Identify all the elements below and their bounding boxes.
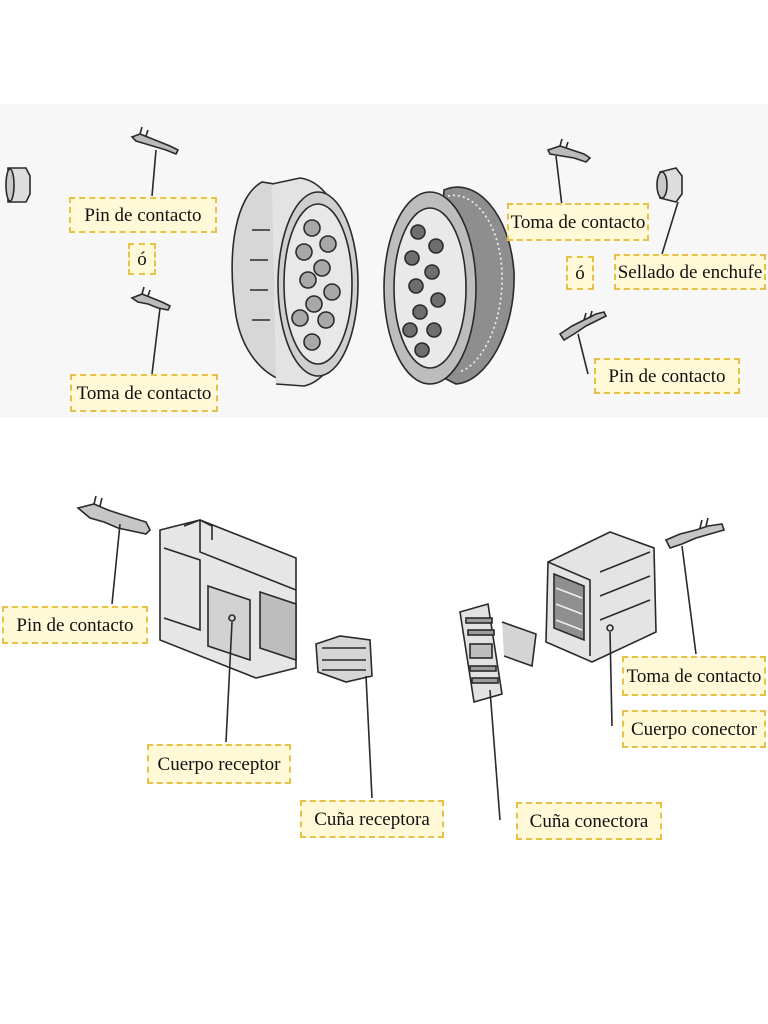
contact-socket-bottom-right	[664, 517, 726, 655]
label-sellado-de-enchufe: Sellado de enchufe	[614, 254, 766, 290]
label-pin-de-contacto-bottom-left: Pin de contacto	[2, 606, 148, 644]
label-toma-de-contacto-top-right: Toma de contacto	[507, 203, 649, 241]
rectangular-receptacle-body	[159, 519, 297, 743]
receptacle-wedge	[315, 635, 373, 799]
rectangular-connector-body	[545, 531, 657, 727]
label-or-top-right: ó	[566, 256, 594, 290]
sealing-plug-left	[5, 167, 31, 203]
label-cuerpo-conector: Cuerpo conector	[622, 710, 766, 748]
label-toma-de-contacto-top-left: Toma de contacto	[70, 374, 218, 412]
label-toma-de-contacto-bottom-right: Toma de contacto	[622, 656, 766, 696]
round-receptacle-body	[231, 177, 359, 387]
round-plug-body	[383, 186, 515, 385]
sealing-plug-right	[656, 167, 683, 255]
label-cuerpo-receptor: Cuerpo receptor	[147, 744, 291, 784]
label-cuna-conectora: Cuña conectora	[516, 802, 662, 840]
contact-pin-top-right	[558, 310, 608, 375]
connector-wedge	[459, 602, 537, 821]
contact-pin-bottom-left	[76, 495, 151, 605]
label-cuna-receptora: Cuña receptora	[300, 800, 444, 838]
contact-socket-top-left	[130, 286, 172, 375]
label-pin-de-contacto-top-left: Pin de contacto	[69, 197, 217, 233]
label-pin-de-contacto-top-right: Pin de contacto	[594, 358, 740, 394]
contact-pin-top-left	[130, 126, 180, 197]
contact-socket-top-right	[546, 138, 592, 207]
label-or-top-left: ó	[128, 243, 156, 275]
